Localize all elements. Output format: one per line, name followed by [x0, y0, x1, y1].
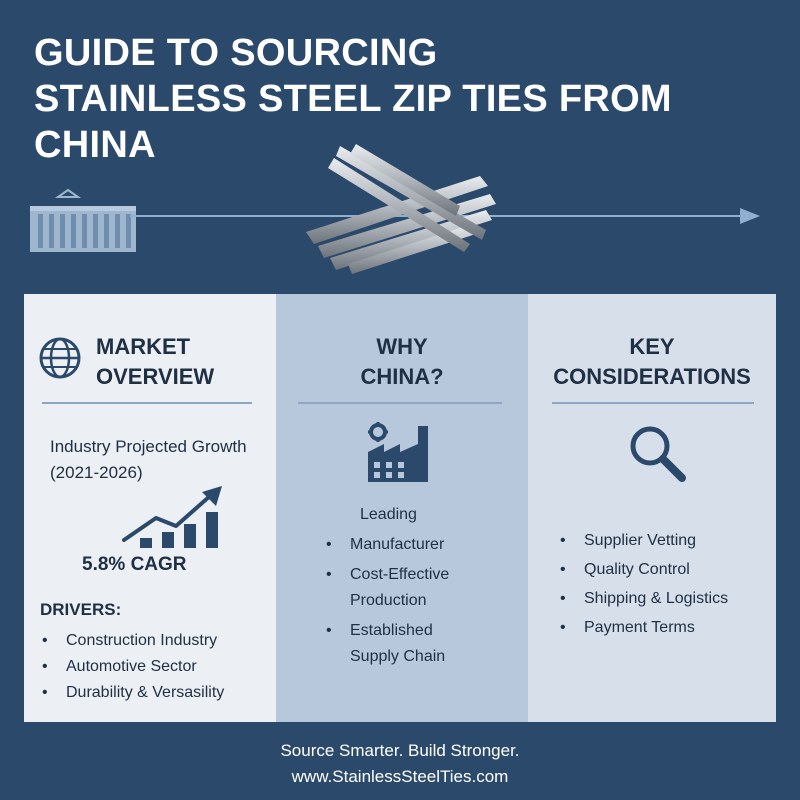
list-item: Durability & Versasility [40, 680, 224, 706]
why-china-list: Leading Manufacturer Cost-Effective Prod… [324, 502, 524, 674]
footer: Source Smarter. Build Stronger. www.Stai… [0, 738, 800, 790]
list-item-line: Supply Chain [350, 648, 446, 665]
key-considerations-heading: KEY CONSIDERATIONS [528, 322, 776, 402]
market-heading-line-1: MARKET [96, 334, 191, 359]
factory-icon [362, 422, 438, 491]
list-item: Quality Control [558, 555, 728, 584]
shipping-container-icon [30, 188, 136, 252]
list-item-line: Cost-Effective [350, 566, 450, 583]
steel-zip-ties-image [306, 144, 496, 274]
why-china-heading: WHY CHINA? [276, 322, 528, 402]
divider [552, 402, 754, 404]
title-line-2: STAINLESS STEEL ZIP TIES FROM [34, 78, 672, 120]
market-heading-line-2: OVERVIEW [96, 364, 215, 389]
list-item: Construction Industry [40, 628, 224, 654]
info-panels: MARKET OVERVIEW Industry Projected Growt… [24, 294, 776, 722]
list-item: Payment Terms [558, 613, 728, 642]
consid-heading-line-1: KEY [629, 334, 675, 359]
globe-icon [38, 336, 82, 388]
magnifier-icon [626, 422, 690, 491]
footer-tagline: Source Smarter. Build Stronger. [280, 741, 520, 760]
page-title: GUIDE TO SOURCING STAINLESS STEEL ZIP TI… [34, 30, 734, 168]
leading-text: Leading [360, 506, 417, 523]
drivers-title: DRIVERS: [40, 600, 122, 619]
consid-heading-line-2: CONSIDERATIONS [553, 364, 751, 389]
divider [42, 402, 252, 404]
list-item-line: Production [350, 592, 427, 609]
list-item: Cost-Effective Production [324, 562, 524, 614]
list-item-line: Established [350, 622, 433, 639]
title-line-3: CHINA [34, 124, 156, 166]
list-item: Manufacturer [324, 532, 524, 558]
list-item-line: Manufacturer [350, 536, 445, 553]
drivers-list: Construction Industry Automotive Sector … [40, 628, 224, 706]
list-item: Established Supply Chain [324, 618, 524, 670]
title-line-1: GUIDE TO SOURCING [34, 32, 438, 74]
market-overview-panel: MARKET OVERVIEW Industry Projected Growt… [24, 294, 276, 722]
why-china-panel: WHY CHINA? [276, 294, 528, 722]
footer-url[interactable]: www.StainlessSteelTies.com [291, 767, 509, 786]
considerations-list: Supplier Vetting Quality Control Shippin… [558, 526, 728, 642]
divider [298, 402, 502, 404]
growth-chart-icon [94, 482, 234, 563]
key-considerations-panel: KEY CONSIDERATIONS Supplier Vetting Qual… [528, 294, 776, 722]
list-item: Shipping & Logistics [558, 584, 728, 613]
hero-graphic [0, 140, 800, 280]
market-overview-heading: MARKET OVERVIEW [38, 322, 276, 402]
china-heading-line-1: WHY [376, 334, 428, 359]
list-item: Leading [324, 502, 524, 528]
growth-label-line-1: Industry Projected Growth [50, 437, 247, 456]
growth-label-line-2: (2021-2026) [50, 463, 143, 482]
growth-label: Industry Projected Growth (2021-2026) [50, 434, 280, 486]
list-item: Automotive Sector [40, 654, 224, 680]
cagr-value: 5.8% CAGR [82, 554, 187, 575]
china-heading-line-2: CHINA? [360, 364, 444, 389]
list-item: Supplier Vetting [558, 526, 728, 555]
